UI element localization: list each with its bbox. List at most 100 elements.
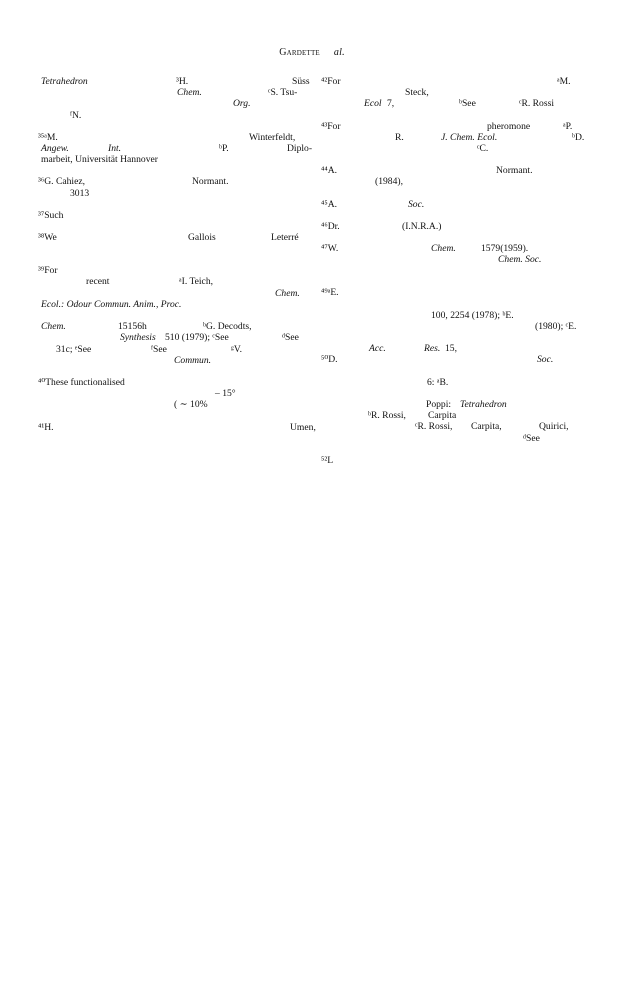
footnote-line: 31c; ᵉSee ᶠSee ᵍV. bbox=[38, 344, 310, 355]
text-fragment: (1980); ᶜE. bbox=[535, 321, 577, 332]
footnote-line: Tetrahedron ³H. Süss bbox=[38, 76, 310, 87]
footnote-line: ᶠN. bbox=[38, 110, 310, 121]
text-fragment: ᶜS. Tsu- bbox=[268, 87, 298, 99]
text-fragment: Quirici, bbox=[539, 421, 569, 433]
text-fragment: ᵇD. bbox=[572, 131, 585, 143]
footnote-line bbox=[38, 243, 310, 254]
footnote-line: ⁴¹H.Umen, bbox=[38, 422, 316, 433]
text-fragment: ᵇSee bbox=[459, 98, 476, 110]
footnote-line: R. J. Chem. Ecol. ᵇD. bbox=[321, 132, 593, 143]
text-fragment: Commun. bbox=[174, 354, 212, 366]
text-fragment: ⁴⁹ᵃE. bbox=[321, 287, 339, 299]
text-fragment: pheromone bbox=[487, 120, 531, 132]
text-fragment: ᶠSee bbox=[151, 343, 167, 355]
text-fragment: ⁴⁷W. bbox=[321, 242, 339, 254]
footnote-line: Chem. bbox=[38, 288, 310, 299]
text-fragment: J. Chem. Ecol. bbox=[441, 131, 498, 143]
footnote-line bbox=[321, 265, 593, 276]
footnote-line: ³⁷Such bbox=[38, 210, 310, 221]
footnote-line: – 15° bbox=[38, 388, 310, 399]
footnote-line: ᵇR. Rossi,Carpita bbox=[321, 410, 593, 421]
footnote-line: ³⁶G. Cahiez, Normant. bbox=[38, 176, 310, 187]
text-fragment: Carpita, bbox=[471, 421, 502, 433]
text-fragment: 7, bbox=[387, 98, 395, 110]
text-fragment: Synthesis bbox=[120, 332, 156, 344]
footnote-line: Angew.Int.ᵇP.Diplo- bbox=[38, 142, 313, 154]
text-fragment: ᵇP. bbox=[219, 142, 229, 154]
text-fragment: ᵇG. Decodts, bbox=[203, 321, 252, 333]
text-fragment: ᶜC. bbox=[477, 142, 489, 154]
text-fragment: ᵃM. bbox=[557, 76, 571, 87]
text-fragment: Soc. bbox=[537, 354, 554, 366]
text-fragment: ³⁵ᵃM. bbox=[38, 131, 58, 143]
footnote-line: ⁵²L bbox=[321, 455, 593, 466]
footnote-line: ⁴⁵A.Soc. bbox=[321, 199, 593, 210]
text-fragment: Leterré bbox=[271, 231, 299, 243]
footnote-n41: ⁴¹H.Umen, bbox=[38, 422, 316, 433]
text-fragment: Chem. bbox=[431, 242, 456, 254]
text-fragment: Normant. bbox=[496, 165, 533, 177]
text-fragment: ⁵²L bbox=[321, 454, 334, 466]
footnote-n40: ⁴⁰These functionalised– 15°( ∼ 10% bbox=[38, 377, 310, 411]
text-fragment: ᵍV. bbox=[231, 343, 242, 355]
text-fragment: ⁴⁶Dr. bbox=[321, 220, 340, 232]
footnote-n44: ⁴⁴A. Normant.(1984), bbox=[321, 165, 593, 187]
footnote-line: ³⁸We Gallois Leterré bbox=[38, 232, 310, 243]
text-fragment: R. bbox=[395, 131, 404, 143]
text-fragment: Acc. bbox=[369, 343, 386, 355]
footnote-line: Acc.Res.15, bbox=[321, 343, 593, 354]
text-fragment: Poppi: bbox=[426, 398, 452, 410]
footnote-line: (1980); ᶜE. bbox=[321, 321, 593, 332]
footnote-n38: ³⁸We Gallois Leterré bbox=[38, 232, 310, 254]
footnote-line: Chem. Soc. bbox=[321, 254, 593, 265]
text-fragment: Res. bbox=[424, 343, 441, 355]
text-fragment: Diplo- bbox=[287, 142, 313, 154]
text-fragment: ⁴²For bbox=[321, 76, 341, 87]
footnote-line: ⁴⁰These functionalised bbox=[38, 377, 310, 388]
text-fragment: ³⁸We bbox=[38, 231, 57, 243]
text-fragment: Umen, bbox=[290, 421, 316, 433]
text-fragment: ³⁶G. Cahiez, bbox=[38, 176, 85, 188]
text-fragment: 31c; ᵉSee bbox=[56, 343, 92, 355]
footnote-line: ᶜR. Rossi,Carpita,Quirici, bbox=[321, 421, 593, 432]
text-fragment: Tetrahedron bbox=[41, 76, 88, 87]
footnote-line: Commun. bbox=[38, 355, 310, 366]
text-fragment: Süss bbox=[292, 76, 310, 87]
text-fragment: (I.N.R.A.) bbox=[402, 220, 442, 232]
footnote-line: (1984), bbox=[321, 176, 593, 187]
text-fragment: Int. bbox=[108, 142, 122, 154]
footnote-line: 100, 2254 (1978); ᵇE. bbox=[321, 310, 593, 321]
footnote-line: ( ∼ 10% bbox=[38, 399, 310, 410]
footnote-n37: ³⁷Such bbox=[38, 210, 310, 221]
text-fragment: Normant. bbox=[192, 176, 229, 188]
text-fragment: 100, 2254 (1978); ᵇE. bbox=[431, 309, 514, 321]
footnote-line: marbeit, Universität Hannover bbox=[38, 154, 310, 165]
text-fragment: 15156h bbox=[118, 321, 147, 333]
text-fragment: ³H. bbox=[176, 76, 189, 87]
footnote-n50: Acc.Res.15,⁵⁰D.Soc.6: ᵃB. bbox=[321, 343, 593, 388]
text-fragment: 3013 bbox=[70, 187, 90, 199]
text-fragment: Ecol.: Odour Commun. Anim., Proc. bbox=[41, 298, 182, 310]
text-fragment: recent bbox=[86, 276, 110, 288]
text-fragment: ³⁹For bbox=[38, 265, 58, 277]
footnote-line bbox=[321, 299, 593, 310]
text-fragment: Winterfeldt, bbox=[249, 131, 296, 143]
text-fragment: Chem. Soc. bbox=[498, 254, 542, 266]
text-fragment: 510 (1979); ᶜSee bbox=[165, 332, 229, 344]
text-fragment: Ecol bbox=[364, 98, 382, 110]
footnote-line: 6: ᵃB. bbox=[321, 377, 593, 388]
text-fragment: ⁴⁰These functionalised bbox=[38, 376, 125, 388]
text-fragment: ⁴⁴A. bbox=[321, 165, 338, 177]
text-fragment: ⁵⁰D. bbox=[321, 354, 338, 366]
footnote-line bbox=[38, 310, 310, 321]
header-etal: al. bbox=[333, 47, 345, 58]
text-fragment: Gallois bbox=[188, 231, 216, 243]
footnote-line: ⁴⁴A. Normant. bbox=[321, 165, 593, 176]
